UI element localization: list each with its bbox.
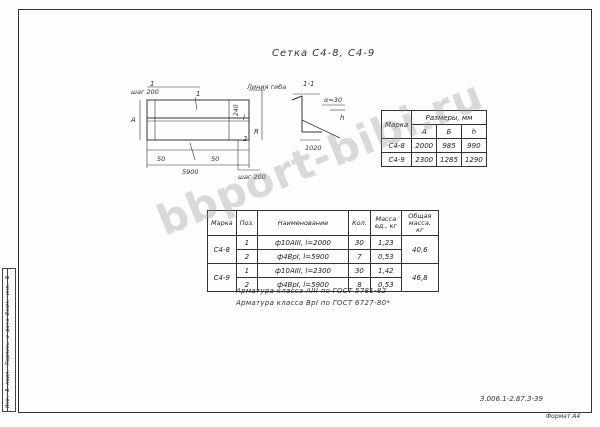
label-1b: 1 [196,90,200,98]
drawing-title: Сетка С4-8, С4-9 [272,48,376,59]
document-code: 3.006.1-2.87.3-39 [480,395,543,403]
dims-sub-h: h [460,124,487,139]
label-1a: 1 [150,80,154,88]
spec-header-total: Общая масса, кг [400,210,439,236]
section-h: h [340,114,344,122]
dim-R: R [254,128,259,136]
dim-50-right: 50 [211,155,219,163]
table-row: С4-9 1 ф10АIII, l=2300 30 1,42 46,8 [207,263,439,292]
drawing-frame [18,9,592,413]
table-row: 2 ф4ВрI, l=5900 8 0,53 [208,277,439,292]
dim-50-left: 50 [157,155,165,163]
table-row: С4-9 2300 1285 1290 [380,152,487,167]
dimensions-table: Марка Размеры, мм A Б h С4-8 2000 985 99… [380,110,487,167]
table-row: С4-8 1 ф10АIII, l=2000 30 1,23 40,6 [207,235,439,264]
dim-240: 240 [233,104,240,116]
section-1020: 1020 [305,144,322,152]
dim-5900: 5900 [182,168,199,176]
format-label: Формат А4 [546,413,581,420]
side-stamp-column [2,268,16,412]
table-row: 2 ф4ВрI, l=5900 7 0,53 [208,249,439,264]
step-bottom-label: шаг 200 [238,173,266,181]
note-line-2: Арматура класса ВрI по ГОСТ 6727-80* [236,299,391,307]
spec-header-pos: Поз. [235,210,259,236]
table-row: С4-8 2000 985 990 [380,138,487,153]
label-2: 2 [243,135,248,143]
step-top-label: шаг 200 [131,88,159,96]
section-label: 1-1 [303,80,314,88]
mesh-outline [146,99,250,141]
label-A: A [130,116,136,124]
dims-header-mark: Марка [380,110,413,139]
dim-l: l [243,114,245,122]
spec-header-mass: Масса ед., кг [369,210,402,236]
spec-header-qty: Кол. [348,210,371,236]
spec-header-mark: Марка [207,210,237,236]
spec-header-name: Наименование [257,210,350,236]
specification-table: Марка Поз. Наименование Кол. Масса ед., … [207,210,439,292]
note-line-1: Арматура класса АIII по ГОСТ 5781-82 [236,287,387,295]
line-bend-label: Линия гиба [246,83,286,91]
section-angle: α=30 [324,96,342,104]
